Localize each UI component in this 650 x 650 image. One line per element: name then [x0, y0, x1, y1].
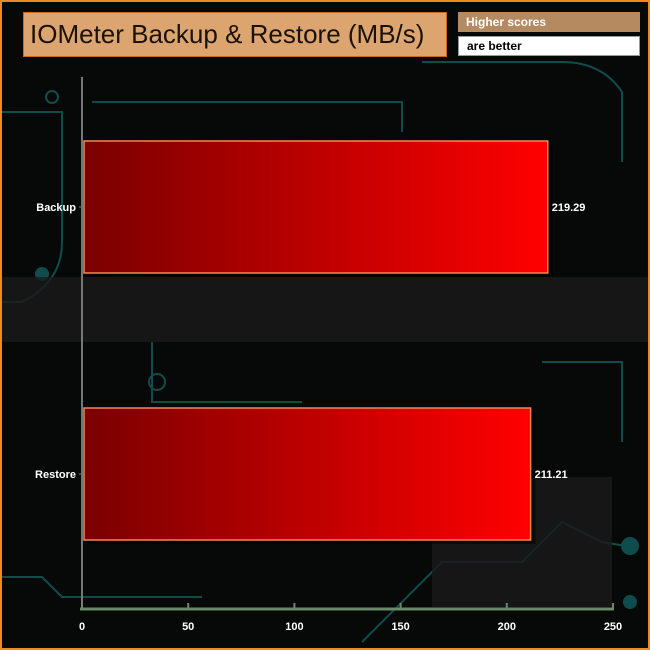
x-tick-label: 0 [79, 621, 85, 633]
category-label: Restore [35, 469, 76, 481]
x-tick-label: 200 [498, 621, 516, 633]
category-label: Backup [36, 202, 76, 214]
x-tick-label: 50 [182, 621, 194, 633]
value-label: 219.29 [552, 202, 586, 214]
legend-higher-scores: Higher scores [458, 12, 640, 32]
bar-backup [83, 140, 549, 274]
x-tick-label: 150 [391, 621, 409, 633]
value-label: 211.21 [535, 469, 568, 481]
x-tick-label: 100 [285, 621, 303, 633]
chart-title: IOMeter Backup & Restore (MB/s) [23, 12, 447, 57]
legend-are-better: are better [458, 36, 640, 56]
x-tick-label: 250 [604, 621, 622, 633]
bar-restore [83, 407, 532, 541]
